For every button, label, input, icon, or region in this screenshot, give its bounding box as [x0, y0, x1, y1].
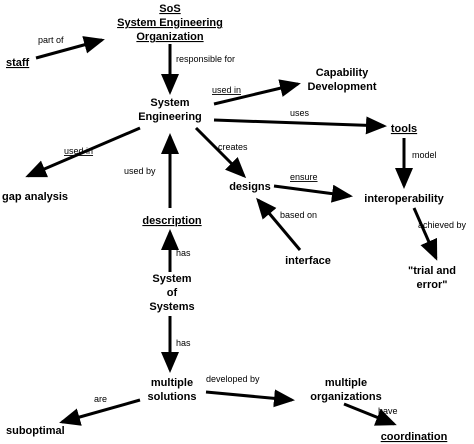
- edge-label-creates: creates: [218, 142, 248, 152]
- edge-used-in-capability: used in: [212, 79, 301, 106]
- edge-responsible-for: responsible for: [161, 44, 235, 95]
- edge-label-based-on: based on: [280, 210, 317, 220]
- node-interface: interface: [285, 255, 331, 267]
- node-multiple-solutions-line2: solutions: [148, 391, 197, 403]
- edge-label-used-by: used by: [124, 166, 156, 176]
- node-gap-analysis: gap analysis: [2, 191, 68, 203]
- edge-used-in-gap: used in: [25, 126, 141, 178]
- edge-label-uses: uses: [290, 108, 310, 118]
- node-system-engineering-line2: Engineering: [138, 111, 202, 123]
- edge-label-responsible-for: responsible for: [176, 54, 235, 64]
- edge-label-part-of: part of: [38, 35, 64, 45]
- edge-ensure: ensure: [273, 172, 353, 203]
- node-staff: staff: [6, 57, 30, 69]
- node-system-of-systems-line1: System: [152, 273, 191, 285]
- edge-developed-by: developed by: [205, 374, 295, 408]
- node-multiple-organizations: multiple organizations: [310, 377, 382, 403]
- node-trial-and-error: "trial and error": [408, 265, 456, 291]
- edge-based-on: based on: [256, 197, 317, 251]
- edge-label-developed-by: developed by: [206, 374, 260, 384]
- node-multiple-organizations-line1: multiple: [325, 377, 367, 389]
- edge-label-has-description: has: [176, 248, 191, 258]
- edge-label-model: model: [412, 150, 437, 160]
- node-designs: designs: [229, 181, 271, 193]
- node-capability-development-line1: Capability: [316, 67, 369, 79]
- edge-used-by: used by: [124, 133, 179, 208]
- edge-has-solutions: has: [161, 316, 191, 373]
- node-sos-org-line1: System Engineering: [117, 17, 223, 29]
- edge-have: have: [343, 402, 398, 426]
- node-system-of-systems: System of Systems: [149, 273, 194, 313]
- edge-model: model: [395, 138, 437, 189]
- edge-uses: uses: [213, 108, 387, 135]
- node-multiple-solutions-line1: multiple: [151, 377, 193, 389]
- edge-has-description: has: [161, 229, 191, 272]
- node-description: description: [142, 215, 202, 227]
- node-trial-and-error-line2: error": [417, 279, 448, 291]
- edge-are: are: [59, 394, 141, 426]
- edge-achieved-by: achieved by: [412, 207, 467, 261]
- node-multiple-organizations-line2: organizations: [310, 391, 382, 403]
- node-interoperability: interoperability: [364, 193, 444, 205]
- node-multiple-solutions: multiple solutions: [148, 377, 197, 403]
- node-suboptimal: suboptimal: [6, 425, 65, 437]
- node-system-engineering: System Engineering: [138, 97, 202, 123]
- node-system-of-systems-line2: of: [167, 287, 178, 299]
- node-coordination: coordination: [381, 431, 448, 443]
- node-system-engineering-line1: System: [150, 97, 189, 109]
- edge-label-used-in-gap: used in: [64, 146, 93, 156]
- node-tools: tools: [391, 123, 417, 135]
- node-capability-development-line2: Development: [307, 81, 376, 93]
- node-sos-title: SoS: [159, 3, 180, 15]
- edge-label-has-solutions: has: [176, 338, 191, 348]
- node-sos-org-line2: Organization: [136, 31, 204, 43]
- edge-label-are: are: [94, 394, 107, 404]
- node-capability-development: Capability Development: [307, 67, 376, 93]
- edge-creates: creates: [194, 126, 248, 179]
- edge-staff-part-of: part of: [35, 35, 105, 60]
- node-trial-and-error-line1: "trial and: [408, 265, 456, 277]
- edge-label-ensure: ensure: [290, 172, 318, 182]
- node-sos-organization: SoS System Engineering Organization: [117, 3, 223, 43]
- edge-label-used-in-capability: used in: [212, 85, 241, 95]
- edge-label-achieved-by: achieved by: [418, 220, 467, 230]
- edge-label-have: have: [378, 406, 398, 416]
- node-system-of-systems-line3: Systems: [149, 301, 194, 313]
